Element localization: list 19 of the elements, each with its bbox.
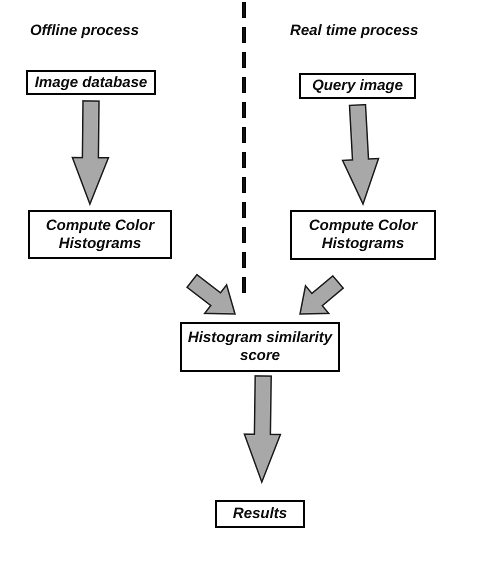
block-arrow: [243, 375, 282, 484]
column-heading: Offline process: [30, 22, 139, 39]
column-heading: Real time process: [290, 22, 418, 39]
box-label: Query image: [312, 77, 403, 95]
process-box: [26, 70, 156, 95]
process-box: [299, 73, 416, 99]
box-label: Image database: [34, 74, 148, 92]
box-label: Results: [232, 505, 288, 523]
box-label: Histogram similarity score: [186, 329, 334, 365]
process-box: [215, 500, 305, 528]
process-box: [28, 210, 172, 259]
block-arrow: [299, 274, 344, 315]
process-box: [290, 210, 436, 260]
block-arrow: [186, 274, 236, 315]
block-arrow: [341, 104, 380, 206]
block-arrow: [71, 100, 110, 206]
box-label: Compute Color Histograms: [308, 217, 419, 253]
process-box: [180, 322, 340, 372]
box-label: Compute Color Histograms: [44, 216, 156, 252]
